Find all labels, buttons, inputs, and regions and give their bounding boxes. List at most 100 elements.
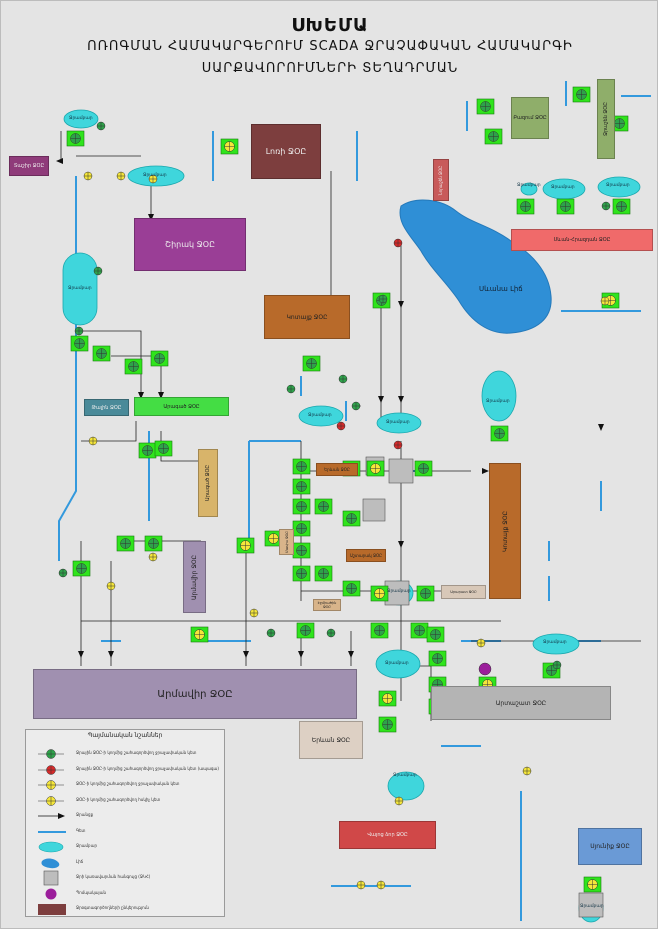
meter-icon: [587, 879, 598, 890]
meter-icon: [601, 201, 611, 211]
meter-icon: [46, 764, 56, 775]
meter-icon: [76, 563, 87, 574]
legend-item-label: Գետ: [76, 827, 86, 833]
arrow-icon: [398, 396, 404, 403]
meter-device: [484, 128, 503, 145]
junction-node: [388, 458, 414, 484]
meter-icon: [296, 568, 307, 579]
meter-icon: [158, 443, 169, 454]
meter-icon: [382, 693, 393, 704]
lake-icon: [41, 857, 60, 868]
reservoir-label: Ջրամբար: [308, 413, 332, 418]
meter-icon: [58, 568, 68, 578]
meter-icon: [224, 141, 235, 152]
legend-item: Ջրանցք: [32, 808, 220, 824]
canal: [81, 330, 142, 396]
meter-icon: [326, 628, 336, 638]
meter-icon: [194, 629, 205, 640]
meter-icon: [338, 374, 348, 384]
reservoir-shape: [481, 370, 517, 422]
legend-item-label: Լիճ: [76, 858, 84, 864]
meter-device: [292, 498, 311, 515]
meter-icon: [522, 766, 532, 776]
org-box-bazum: Բազում ՋՕԸ: [511, 97, 549, 139]
meter-icon: [370, 463, 381, 474]
reservoir-label: Ջրամբար: [517, 183, 541, 188]
red-meter-icon: [38, 764, 64, 775]
meter-icon: [394, 796, 404, 806]
legend-item: Ջրօգտագործողների ընկերություն: [32, 901, 220, 917]
meter-icon: [148, 174, 158, 184]
legend-item: ՋՕԸ-ի կողմից շահագործվող ջրաչափական կետ: [32, 777, 220, 793]
reservoir-label: Ջրամբար: [551, 185, 575, 190]
meter-device: [236, 537, 255, 554]
meter-icon: [374, 625, 385, 636]
meter-icon: [432, 653, 443, 664]
arrow-icon: [298, 651, 304, 658]
reservoir-shape: [62, 252, 98, 326]
meter-device: [314, 565, 333, 582]
pump-icon: [45, 888, 57, 899]
legend-item-label: Ջրամբար: [76, 843, 98, 848]
meter-icon: [46, 780, 56, 790]
reservoir-label: Ջրամբար: [486, 399, 510, 404]
meter-icon: [296, 545, 307, 556]
meter-icon: [268, 533, 279, 544]
meter-icon: [96, 121, 106, 131]
org-box-lori: Լոռի ՋՕԸ: [251, 124, 321, 179]
meter-icon: [378, 294, 388, 304]
meter-device: [342, 580, 361, 597]
meter-device: [292, 520, 311, 537]
arrow-icon: [348, 651, 354, 658]
org-box-armavir-2: Արմավիր ՋՕԸ: [33, 669, 357, 719]
meter-device: [428, 650, 447, 667]
meter-device: [612, 198, 631, 215]
meter-device: [296, 622, 315, 639]
legend-item-label: Պոմպակայան: [76, 889, 107, 895]
meter-icon: [346, 583, 357, 594]
canal: [81, 421, 137, 442]
meter-icon: [336, 421, 346, 431]
arrow-icon: [378, 396, 384, 403]
meter-device: [572, 86, 591, 103]
legend-item: Պոմպակայան: [32, 886, 220, 902]
pump-icon: [478, 662, 492, 676]
legend-title: Պայմանական նշաններ: [87, 732, 163, 739]
reservoir-shape: [298, 405, 344, 427]
grid-icon: [43, 870, 59, 886]
meter-icon: [46, 749, 56, 759]
meter-icon: [249, 608, 259, 618]
org-box-syunik: Սյունիք ՋՕԸ: [578, 828, 642, 865]
legend-item: Լիճ: [32, 855, 220, 871]
org-box-tashir: Տաշիր ՋՕԸ: [9, 156, 49, 176]
meter-icon: [120, 538, 131, 549]
arrow-icon: [108, 651, 114, 658]
meter-icon: [286, 384, 296, 394]
meter-device: [490, 425, 509, 442]
meter-device: [116, 535, 135, 552]
sevan-lake-shape: [399, 199, 552, 334]
meter-device: [302, 355, 321, 372]
meter-device: [414, 460, 433, 477]
arrow-icon: [598, 424, 604, 431]
reservoir-shape: [597, 176, 641, 198]
meter-icon: [74, 338, 85, 349]
arrow-icon: [398, 541, 404, 548]
legend-item: Ջրամբար: [32, 839, 220, 855]
meter-icon: [148, 538, 159, 549]
org-box-ejmiatsin: Էջմիածին ՋՕԸ: [313, 599, 341, 611]
meter-icon: [296, 481, 307, 492]
meter-device: [292, 458, 311, 475]
legend-panel: Պայմանական նշաններ Ջրային ՋՕԸ-ի կողմից շ…: [25, 729, 225, 917]
reservoir-shape: [63, 109, 99, 129]
reservoir-label: Ջրամբար: [580, 904, 604, 909]
org-box-armavir-1: Արմավիր ՋՕԸ: [183, 541, 206, 613]
org-box-jrashen: Ջրաշեն ՋՕԸ: [597, 79, 615, 159]
meter-icon: [154, 353, 165, 364]
junction-node: [362, 498, 386, 522]
reservoir-label: Ջրամբար: [543, 640, 567, 645]
arrow-icon: [56, 158, 63, 164]
org-box-kotayk-2: Կոտայք ՋՕԸ: [489, 463, 521, 599]
meter-icon: [74, 326, 84, 336]
meter-device: [292, 565, 311, 582]
